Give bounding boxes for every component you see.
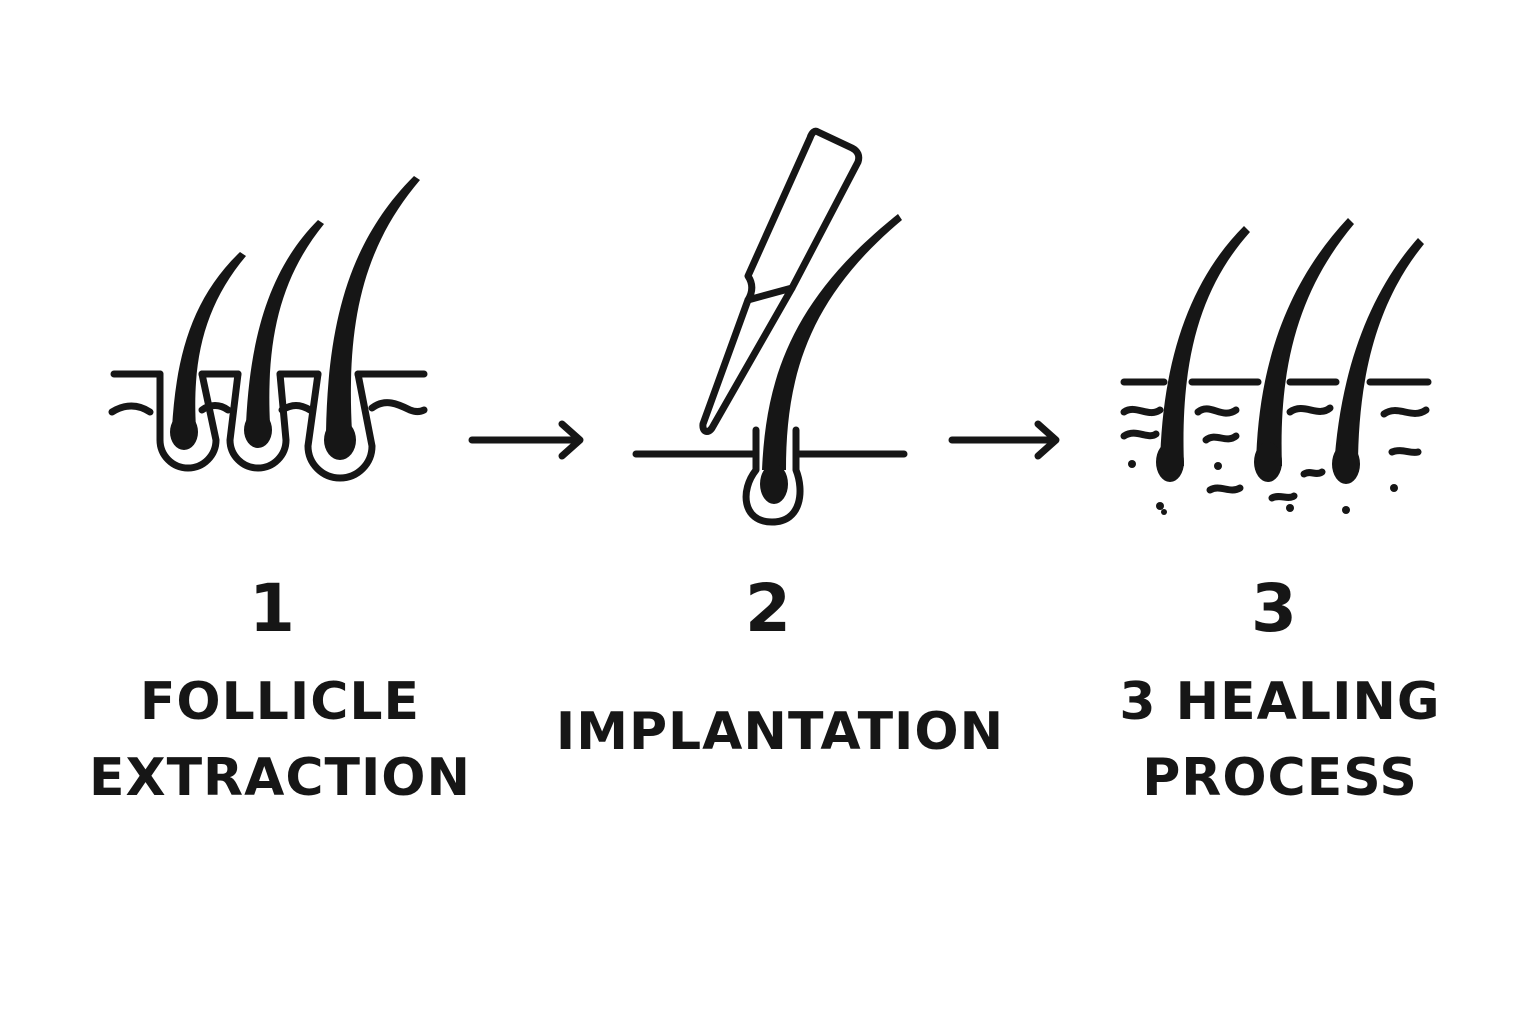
step-3-label-line-2: PROCESS (1142, 748, 1418, 808)
step-2-number: 2 (745, 570, 791, 647)
hair-follicles-icon (108, 176, 428, 482)
step-1-number: 1 (249, 570, 295, 647)
healing-skin-icon (1120, 218, 1432, 515)
step-1-label: FOLLICLE EXTRACTION (60, 664, 500, 816)
arrow-right-icon (468, 420, 584, 460)
step-3-label-line-1: 3 HEALING (1119, 672, 1441, 732)
arrow-right-icon (948, 420, 1060, 460)
step-2-label: IMPLANTATION (540, 694, 1020, 770)
step-3-label: 3 HEALING PROCESS (1080, 664, 1480, 816)
step-2-label-line-1: IMPLANTATION (555, 702, 1005, 762)
step-1-label-line-1: FOLLICLE (139, 672, 421, 732)
step-3-number: 3 (1251, 570, 1297, 647)
step-1-label-line-2: EXTRACTION (88, 748, 472, 808)
implantation-tool-icon (632, 127, 908, 526)
